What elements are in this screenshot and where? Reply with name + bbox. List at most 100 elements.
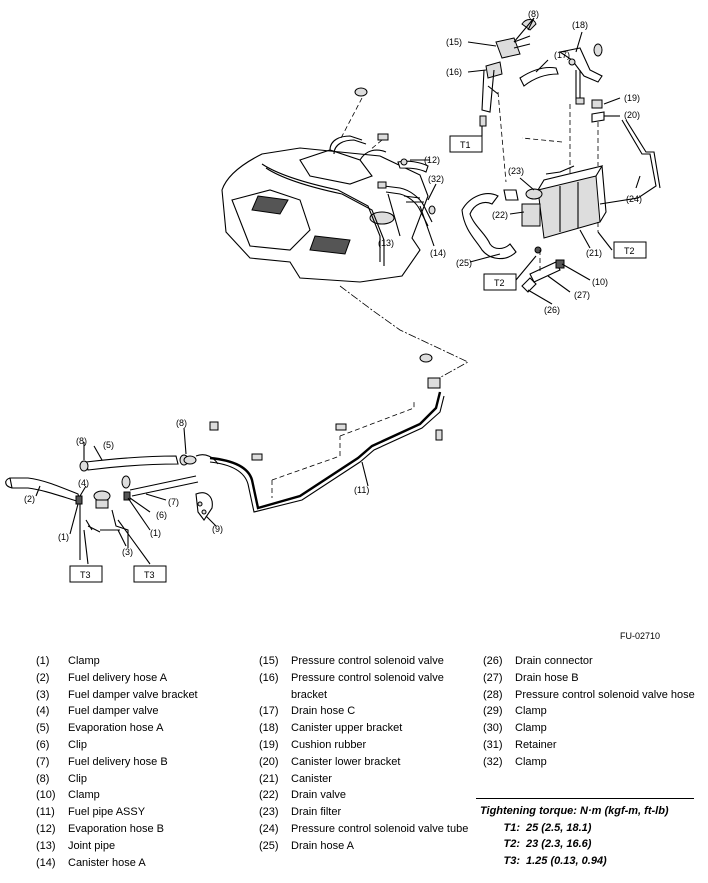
callout-11: (11) [354,485,369,495]
torque-tag-t2b: T2 [483,273,517,291]
legend-item-name: Drain hose B [515,671,579,684]
legend-item-number: (8) [36,772,50,785]
legend-item-name: Drain connector [515,655,593,667]
torque-row: T3:1.25 (0.13, 0.94) [476,853,694,870]
legend-item-number: (18) [259,722,279,735]
legend-item-number: (4) [36,705,50,718]
legend-item-number: (5) [36,722,50,735]
legend-item-name: Drain hose A [291,839,354,852]
legend-item-name: Pressure control solenoid valve [291,655,444,667]
torque-value: 23 (2.3, 16.6) [526,838,592,850]
legend-column-3: (26)Drain connector(27)Drain hose B(28)P… [483,653,698,771]
legend-item: (29) Clamp [483,703,698,720]
legend-item-number: (21) [259,772,279,785]
figure-id: FU-02710 [620,631,661,641]
legend-item-name: Fuel pipe ASSY [68,806,146,819]
leader-lines [35,17,641,565]
callout-14: (14) [430,248,446,258]
legend-item-number: (31) [483,738,503,751]
callout-19: (19) [624,93,640,103]
legend-item: (20)Canister lower bracket [259,754,469,771]
callout-8b: (8) [176,418,187,428]
callout-13: (13) [378,238,394,248]
legend-item-name: Pressure control solenoid valve hose [515,688,695,701]
torque-key: T1: [503,821,521,834]
legend-item: (12) Evaporation hose B [36,821,251,838]
legend-item-number: (23) [259,806,279,819]
legend-item: (17)Drain hose C [259,703,469,720]
callout-8c: (8) [528,9,539,19]
callout-1b: (1) [150,528,161,538]
exploded-diagram: (1) (1) (2) (3) (4) (5) (6) (7) (8) (8) … [5,9,661,583]
callout-15: (15) [446,37,462,47]
callout-16: (16) [446,67,462,77]
legend-item: (25)Drain hose A [259,838,469,855]
callout-3: (3) [122,547,133,557]
legend-item-name: Canister upper bracket [291,722,403,735]
legend-item-name: Evaporation hose B [68,822,165,835]
legend-item: (11) Fuel pipe ASSY [36,804,251,821]
legend-item: (13)Joint pipe [36,838,251,855]
torque-row: T1: 25 (2.5, 18.1) [476,820,694,837]
tightening-torque-table: Tightening torque: N·m (kgf-m, ft-lb) T1… [476,798,694,869]
canister [521,165,607,254]
legend-item-name: Canister hose A [68,856,146,869]
torque-value: 25 (2.5, 18.1) [526,821,592,834]
legend-item-name: Canister lower bracket [291,755,401,768]
torque-key: T2: [503,838,521,850]
legend-item-number: (19) [259,738,279,751]
legend-item: (26)Drain connector [483,653,698,670]
legend-item: (16)Pressure control solenoid valve brac… [259,670,469,704]
callout-18: (18) [572,20,588,30]
legend-item: (24)Pressure control solenoid valve tube [259,821,469,838]
legend-item-number: (10) [36,789,56,802]
callout-17: (17) [554,50,570,60]
legend-item-name: Fuel delivery hose B [68,755,168,768]
torque-title: Tightening torque: N·m (kgf-m, ft-lb) [480,805,669,817]
legend-item-number: (24) [259,822,279,835]
callout-5: (5) [103,440,114,450]
legend-item: (31)Retainer [483,737,698,754]
legend-item-name: Clamp [515,705,547,718]
legend-item: (6)Clip [36,737,251,754]
callout-labels: (1) (1) (2) (3) (4) (5) (6) (7) (8) (8) … [24,9,642,557]
legend-item-number: (6) [36,738,50,751]
legend-item-name: Cushion rubber [291,738,367,751]
svg-text:T3: T3 [80,570,91,580]
svg-text:T2: T2 [624,246,635,256]
legend-item: (27)Drain hose B [483,670,698,687]
torque-key: T3: [503,854,521,867]
callout-26: (26) [544,305,560,315]
legend-item: (7)Fuel delivery hose B [36,754,251,771]
legend-item-number: (12) [36,822,56,835]
legend-item-number: (15) [259,655,279,667]
callout-20: (20) [624,110,640,120]
legend-item-number: (17) [259,705,279,718]
legend-item-name: Clamp [515,755,547,768]
legend-item: (3)Fuel damper valve bracket [36,687,251,704]
callout-21: (21) [586,248,602,258]
legend-item-number: (29) [483,705,503,718]
legend-item-number: (30) [483,722,503,735]
legend-item-name: Fuel damper valve bracket [68,688,198,701]
callout-9: (9) [212,524,223,534]
legend-item: (5)Evaporation hose A [36,720,251,737]
svg-text:T3: T3 [144,570,155,580]
legend-item: (15) Pressure control solenoid valve [259,653,469,670]
legend-item: (30)Clamp [483,720,698,737]
legend-item: (18) Canister upper bracket [259,720,469,737]
tank-top-parts [339,87,389,151]
legend-item-number: (22) [259,789,279,802]
torque-tag-t2a: T2 [613,241,647,259]
legend-item-number: (14) [36,856,56,869]
legend-item: (8)Clip [36,771,251,788]
legend-item-name: Clamp [68,789,100,802]
legend-item-number: (2) [36,671,50,684]
legend-item: (22)Drain valve [259,787,469,804]
legend-column-1: (1)Clamp(2)Fuel delivery hose A(3)Fuel d… [36,653,251,871]
callout-2: (2) [24,494,35,504]
legend-item: (1)Clamp [36,653,251,670]
legend-item-number: (11) [36,806,55,819]
torque-row: T2: 23 (2.3, 16.6) [476,836,694,853]
left-hose-group [5,454,219,560]
